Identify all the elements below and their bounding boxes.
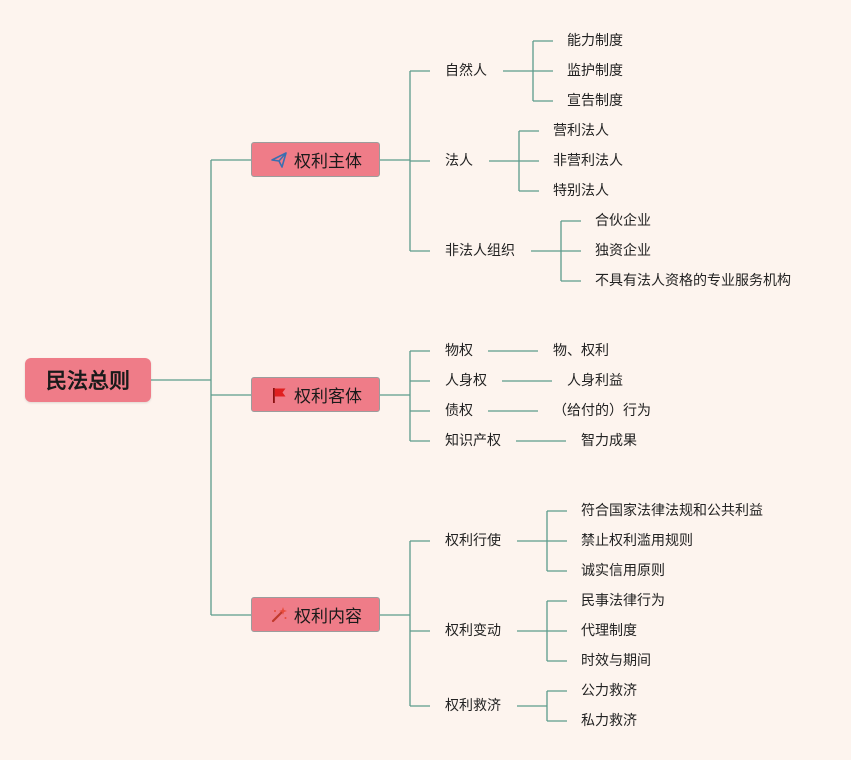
node-natural-person[interactable]: 自然人 — [445, 63, 487, 79]
leaf-node[interactable]: 禁止权利滥用规则 — [581, 533, 693, 549]
leaf-node[interactable]: 私力救济 — [581, 713, 637, 729]
leaf-node[interactable]: 物、权利 — [553, 343, 609, 359]
node-legal-person[interactable]: 法人 — [445, 153, 473, 169]
leaf-node[interactable]: 智力成果 — [581, 433, 637, 449]
leaf-node[interactable]: 代理制度 — [581, 623, 637, 639]
node-ip-right[interactable]: 知识产权 — [445, 433, 501, 449]
leaf-node[interactable]: 非营利法人 — [553, 153, 623, 169]
leaf-node[interactable]: 监护制度 — [567, 63, 623, 79]
leaf-node[interactable]: 诚实信用原则 — [581, 563, 665, 579]
leaf-node[interactable]: 合伙企业 — [595, 213, 651, 229]
branch-rights-subject[interactable]: 权利主体 — [251, 142, 380, 177]
leaf-node[interactable]: （给付的）行为 — [553, 403, 651, 419]
node-property-right[interactable]: 物权 — [445, 343, 473, 359]
leaf-node[interactable]: 人身利益 — [567, 373, 623, 389]
leaf-node[interactable]: 公力救济 — [581, 683, 637, 699]
leaf-node[interactable]: 宣告制度 — [567, 93, 623, 109]
leaf-node[interactable]: 营利法人 — [553, 123, 609, 139]
leaf-node[interactable]: 民事法律行为 — [581, 593, 665, 609]
root-node[interactable]: 民法总则 — [25, 358, 151, 402]
branch-rights-content[interactable]: 权利内容 — [251, 597, 380, 632]
node-personal-right[interactable]: 人身权 — [445, 373, 487, 389]
node-rights-exercise[interactable]: 权利行使 — [445, 533, 501, 549]
node-creditor-right[interactable]: 债权 — [445, 403, 473, 419]
leaf-node[interactable]: 独资企业 — [595, 243, 651, 259]
node-unincorporated-org[interactable]: 非法人组织 — [445, 243, 515, 259]
node-rights-remedy[interactable]: 权利救济 — [445, 698, 501, 714]
branch-label: 权利主体 — [294, 152, 362, 172]
leaf-node[interactable]: 特别法人 — [553, 183, 609, 199]
leaf-node[interactable]: 能力制度 — [567, 33, 623, 49]
leaf-node[interactable]: 不具有法人资格的专业服务机构 — [595, 273, 791, 289]
magic-wand-icon — [269, 605, 289, 625]
red-flag-icon — [269, 385, 289, 405]
branch-label: 权利客体 — [294, 387, 362, 407]
branch-rights-object[interactable]: 权利客体 — [251, 377, 380, 412]
leaf-node[interactable]: 符合国家法律法规和公共利益 — [581, 503, 763, 519]
branch-label: 权利内容 — [294, 607, 362, 627]
node-rights-change[interactable]: 权利变动 — [445, 623, 501, 639]
leaf-node[interactable]: 时效与期间 — [581, 653, 651, 669]
paper-plane-icon — [269, 150, 289, 170]
